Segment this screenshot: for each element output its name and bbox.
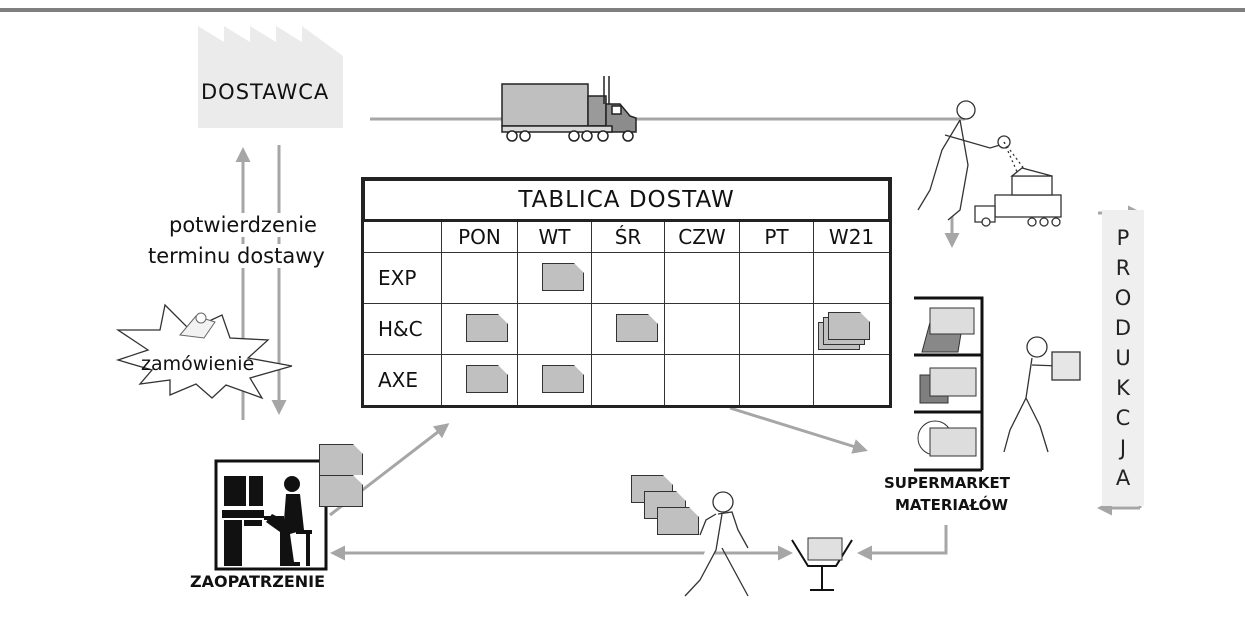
kanban-card xyxy=(319,444,363,476)
board-row-label: EXP xyxy=(363,252,442,304)
kanban-card xyxy=(616,314,658,342)
kanban-card xyxy=(466,365,508,393)
board-cell xyxy=(739,252,814,304)
supplier-label: DOSTAWCA xyxy=(201,80,330,104)
confirmation-label-line2: terminu dostawy xyxy=(146,244,327,268)
kanban-post-icon xyxy=(791,537,853,591)
board-cell xyxy=(739,354,814,406)
carrier-worker-icon xyxy=(1003,336,1081,453)
computer-desk-icon xyxy=(214,459,328,571)
kanban-card xyxy=(466,314,508,342)
kanban-card xyxy=(319,475,363,507)
arrow-supermarket-to-post xyxy=(857,525,948,561)
kanban-card xyxy=(542,263,584,291)
factory-icon xyxy=(198,26,343,128)
board-cell xyxy=(591,252,665,304)
board-column-header: PT xyxy=(739,220,814,253)
board-cell xyxy=(664,303,740,355)
supermarket-items xyxy=(917,307,977,457)
board-column-header: WT xyxy=(517,220,592,253)
board-cell xyxy=(812,252,891,304)
supermarket-label-line1: SUPERMARKET xyxy=(884,474,1010,492)
top-rule xyxy=(0,8,1245,12)
board-row-label: H&C xyxy=(363,303,442,355)
production-letter: A xyxy=(1115,466,1131,490)
board-column-header: W21 xyxy=(812,220,891,253)
board-cell xyxy=(664,354,740,406)
kanban-card xyxy=(542,365,584,393)
board-cell xyxy=(591,354,665,406)
production-letter: C xyxy=(1115,406,1131,430)
board-cell xyxy=(812,354,891,406)
board-cell xyxy=(812,303,891,355)
board-cell xyxy=(517,303,592,355)
board-cell xyxy=(739,303,814,355)
board-cell xyxy=(441,303,518,355)
board-cell xyxy=(591,303,665,355)
board-cell xyxy=(517,354,592,406)
board-column-header: PON xyxy=(441,220,518,253)
production-column xyxy=(1102,210,1144,506)
production-letter: J xyxy=(1119,436,1127,460)
production-letter: P xyxy=(1116,226,1130,250)
production-letter: U xyxy=(1115,346,1131,370)
production-letter: O xyxy=(1114,286,1132,310)
board-cell xyxy=(441,252,518,304)
order-starburst-icon xyxy=(115,303,293,400)
board-cell xyxy=(441,354,518,406)
board-column-header: CZW xyxy=(664,220,740,253)
production-letter: K xyxy=(1116,376,1130,400)
production-letter: R xyxy=(1115,256,1131,280)
kanban-card xyxy=(657,507,699,535)
board-title: TABLICA DOSTAW xyxy=(361,178,892,222)
kanban-card xyxy=(828,312,870,340)
truck-icon xyxy=(501,76,637,142)
arrow-board-to-supermarket xyxy=(729,406,868,454)
procurement-label: ZAOPATRZENIE xyxy=(190,572,326,591)
confirmation-label-line1: potwierdzenie xyxy=(167,213,319,237)
order-label: zamówienie xyxy=(141,353,255,375)
supermarket-shelf-icon xyxy=(914,296,984,472)
board-corner-cell xyxy=(363,220,442,253)
production-letter: D xyxy=(1114,316,1132,340)
board-row-label: AXE xyxy=(363,354,442,406)
inspector-icon xyxy=(917,100,1062,227)
board-cell xyxy=(517,252,592,304)
supermarket-label-line2: MATERIAŁÓW xyxy=(895,496,1008,514)
board-cell xyxy=(664,252,740,304)
board-column-header: ŚR xyxy=(591,220,665,253)
courier-worker-icon xyxy=(684,491,749,597)
